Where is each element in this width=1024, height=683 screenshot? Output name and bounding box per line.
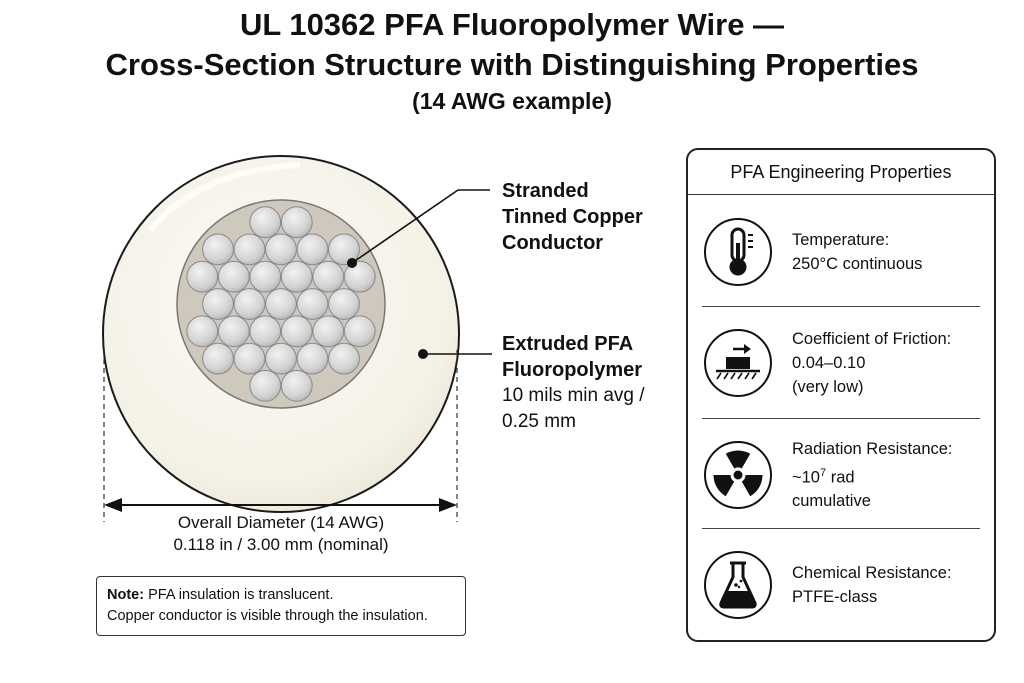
friction-value: 0.04–0.10 <box>792 354 866 372</box>
flask-icon <box>704 551 772 619</box>
conductor-strand <box>312 315 345 348</box>
diameter-label-line-2: 0.118 in / 3.00 mm (nominal) <box>173 535 389 554</box>
radiation-label: Radiation Resistance: <box>792 439 953 458</box>
conductor-strand <box>343 260 376 293</box>
conductor-strand <box>202 342 234 375</box>
property-radiation: Radiation Resistance: ~107 rad cumulativ… <box>702 418 980 531</box>
conductor-strand <box>280 206 313 239</box>
chemical-value: PTFE-class <box>792 588 878 606</box>
properties-panel-title: PFA Engineering Properties <box>688 150 994 195</box>
conductor-strand <box>217 260 250 293</box>
conductor-label-line-3: Conductor <box>502 232 604 254</box>
diameter-label: Overall Diameter (14 AWG) 0.118 in / 3.0… <box>104 512 458 556</box>
conductor-strand <box>186 260 219 293</box>
conductor-strand <box>312 260 345 293</box>
note-line-1: PFA insulation is translucent. <box>148 587 334 603</box>
radiation-value: ~107 rad <box>792 466 855 487</box>
conductor-strand <box>202 233 234 266</box>
insulation-label-line-2: Fluoropolymer <box>502 359 643 381</box>
property-temperature: Temperature: 250°C continuous <box>702 196 980 308</box>
conductor-strand <box>328 288 360 320</box>
friction-icon <box>704 329 772 397</box>
note-line-2: Copper conductor is visible through the … <box>107 608 428 624</box>
conductor-strand <box>249 260 282 293</box>
conductor-strand <box>265 288 297 320</box>
conductor-strand <box>343 315 376 348</box>
conductor-strand <box>280 369 313 402</box>
conductor-strand <box>265 233 297 266</box>
conductor-strand <box>217 315 250 348</box>
conductor-strand <box>233 342 266 375</box>
conductor-label-line-1: Stranded <box>502 180 589 202</box>
properties-panel: PFA Engineering Properties Temperature: … <box>686 148 996 642</box>
dimension-arrow-left <box>104 498 122 512</box>
conductor-strand <box>249 369 282 402</box>
dimension-arrow-right <box>439 498 457 512</box>
conductor-strand <box>233 288 266 320</box>
conductor-strand <box>249 206 282 239</box>
conductor-strand <box>296 288 329 320</box>
title-line-2: Cross-Section Structure with Distinguish… <box>105 47 919 82</box>
insulation-thickness-line-1: 10 mils min avg / <box>502 385 645 406</box>
friction-qualifier: (very low) <box>792 378 864 396</box>
conductor-strand <box>233 233 266 266</box>
title-line-3: (14 AWG example) <box>412 88 612 114</box>
insulation-label: Extruded PFA Fluoropolymer 10 mils min a… <box>502 331 645 435</box>
thermometer-icon <box>704 218 772 286</box>
friction-label: Coefficient of Friction: <box>792 330 952 348</box>
conductor-strand <box>296 233 329 266</box>
conductor-strand <box>265 342 297 375</box>
conductor-strand <box>296 342 329 375</box>
diameter-label-line-1: Overall Diameter (14 AWG) <box>177 513 385 532</box>
conductor-strand <box>249 315 282 348</box>
conductor-strand <box>202 288 234 320</box>
title-line-1: UL 10362 PFA Fluoropolymer Wire — <box>239 7 785 42</box>
note-label: Note: <box>107 587 145 603</box>
conductor-strand <box>280 315 313 348</box>
property-chemical: Chemical Resistance: PTFE-class <box>702 528 980 640</box>
radiation-icon <box>704 441 772 509</box>
property-friction: Coefficient of Friction: 0.04–0.10 (very… <box>702 306 980 419</box>
insulation-sheen <box>147 162 301 232</box>
conductor-strand <box>280 260 313 293</box>
conductor-label: Stranded Tinned Copper Conductor <box>502 178 643 256</box>
conductor-strand <box>328 342 360 375</box>
conductor-strand <box>186 315 219 348</box>
insulation-thickness-line-2: 0.25 mm <box>502 411 576 432</box>
temperature-value: 250°C continuous <box>792 255 923 273</box>
translucency-note: Note: PFA insulation is translucent. Cop… <box>96 576 466 636</box>
insulation-label-line-1: Extruded PFA <box>502 333 634 355</box>
chemical-label: Chemical Resistance: <box>792 564 952 582</box>
conductor-callout-line <box>351 189 459 264</box>
conductor-label-line-2: Tinned Copper <box>502 206 643 228</box>
conductor-strand <box>328 233 360 266</box>
temperature-label: Temperature: <box>792 231 890 249</box>
conductor-strands <box>186 206 376 402</box>
radiation-qualifier: cumulative <box>792 492 871 511</box>
